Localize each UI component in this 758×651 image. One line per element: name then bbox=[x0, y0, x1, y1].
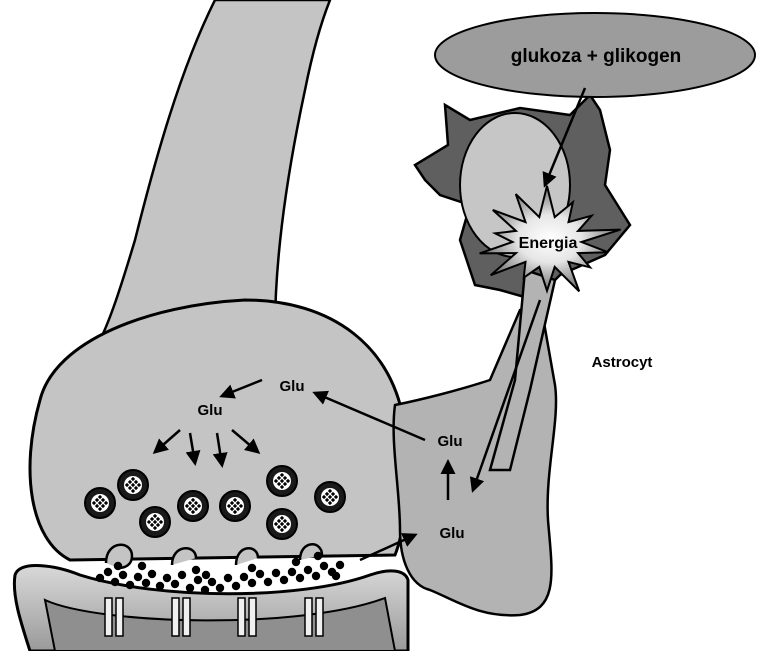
glutamate-molecule-icon bbox=[134, 573, 142, 581]
synaptic-vesicle-icon bbox=[178, 491, 208, 521]
synaptic-vesicle-icon bbox=[118, 470, 148, 500]
energy-label: Energia bbox=[519, 235, 578, 252]
glutamate-molecule-icon bbox=[224, 574, 232, 582]
glutamate-molecule-icon bbox=[186, 584, 194, 592]
glutamate-molecule-icon bbox=[104, 568, 112, 576]
synaptic-vesicle-icon bbox=[220, 491, 250, 521]
glu-label-astro-upper: Glu bbox=[438, 433, 463, 450]
ion-channel-icon bbox=[316, 598, 323, 636]
glutamate-molecule-icon bbox=[256, 570, 264, 578]
glutamate-molecule-icon bbox=[264, 578, 272, 586]
glutamate-molecule-icon bbox=[138, 562, 146, 570]
glutamate-molecule-icon bbox=[312, 572, 320, 580]
synaptic-vesicle-icon bbox=[267, 466, 297, 496]
glutamate-molecule-icon bbox=[178, 571, 186, 579]
glu-label-terminal-top: Glu bbox=[280, 378, 305, 395]
glu-label-astro-lower: Glu bbox=[440, 525, 465, 542]
glutamate-molecule-icon bbox=[114, 562, 122, 570]
glutamate-molecule-icon bbox=[216, 584, 224, 592]
astrocyte-label: Astrocyt bbox=[592, 354, 653, 371]
glutamate-molecule-icon bbox=[336, 561, 344, 569]
ion-channel-icon bbox=[238, 598, 245, 636]
glutamate-molecule-icon bbox=[119, 571, 127, 579]
glutamate-molecule-icon bbox=[171, 580, 179, 588]
glutamate-molecule-icon bbox=[148, 570, 156, 578]
glutamate-molecule-icon bbox=[248, 564, 256, 572]
ion-channel-icon bbox=[183, 598, 190, 636]
ion-channel-icon bbox=[116, 598, 123, 636]
axon bbox=[100, 0, 330, 340]
presynaptic-terminal bbox=[30, 300, 407, 560]
ion-channel-icon bbox=[305, 598, 312, 636]
glucose-glycogen-label: glukoza + glikogen bbox=[511, 46, 682, 67]
glutamate-molecule-icon bbox=[163, 574, 171, 582]
synaptic-vesicle-icon bbox=[140, 507, 170, 537]
glutamate-molecule-icon bbox=[192, 566, 200, 574]
glutamate-molecule-icon bbox=[96, 574, 104, 582]
glutamate-molecule-icon bbox=[248, 579, 256, 587]
ion-channel-icon bbox=[249, 598, 256, 636]
glutamate-molecule-icon bbox=[280, 576, 288, 584]
ion-channel-icon bbox=[105, 598, 112, 636]
ion-channel-icon bbox=[172, 598, 179, 636]
glutamate-molecule-icon bbox=[201, 586, 209, 594]
glutamate-molecule-icon bbox=[314, 552, 322, 560]
glutamate-molecule-icon bbox=[288, 568, 296, 576]
glutamate-molecule-icon bbox=[296, 574, 304, 582]
glutamate-molecule-icon bbox=[304, 566, 312, 574]
glutamate-molecule-icon bbox=[194, 576, 202, 584]
glutamate-molecule-icon bbox=[142, 579, 150, 587]
glutamate-molecule-icon bbox=[320, 562, 328, 570]
glutamate-molecule-icon bbox=[208, 578, 216, 586]
synaptic-vesicle-icon bbox=[267, 509, 297, 539]
glutamate-molecule-icon bbox=[156, 582, 164, 590]
glutamate-molecule-icon bbox=[202, 571, 210, 579]
glutamate-molecule-icon bbox=[332, 572, 340, 580]
glutamate-molecule-icon bbox=[126, 581, 134, 589]
glutamate-molecule-icon bbox=[232, 582, 240, 590]
glu-label-terminal-left: Glu bbox=[198, 402, 223, 419]
glutamate-molecule-icon bbox=[292, 558, 300, 566]
glutamate-molecule-icon bbox=[111, 578, 119, 586]
synaptic-vesicle-icon bbox=[85, 488, 115, 518]
synaptic-vesicle-icon bbox=[315, 482, 345, 512]
glutamate-molecule-icon bbox=[240, 573, 248, 581]
glutamate-molecule-icon bbox=[272, 569, 280, 577]
